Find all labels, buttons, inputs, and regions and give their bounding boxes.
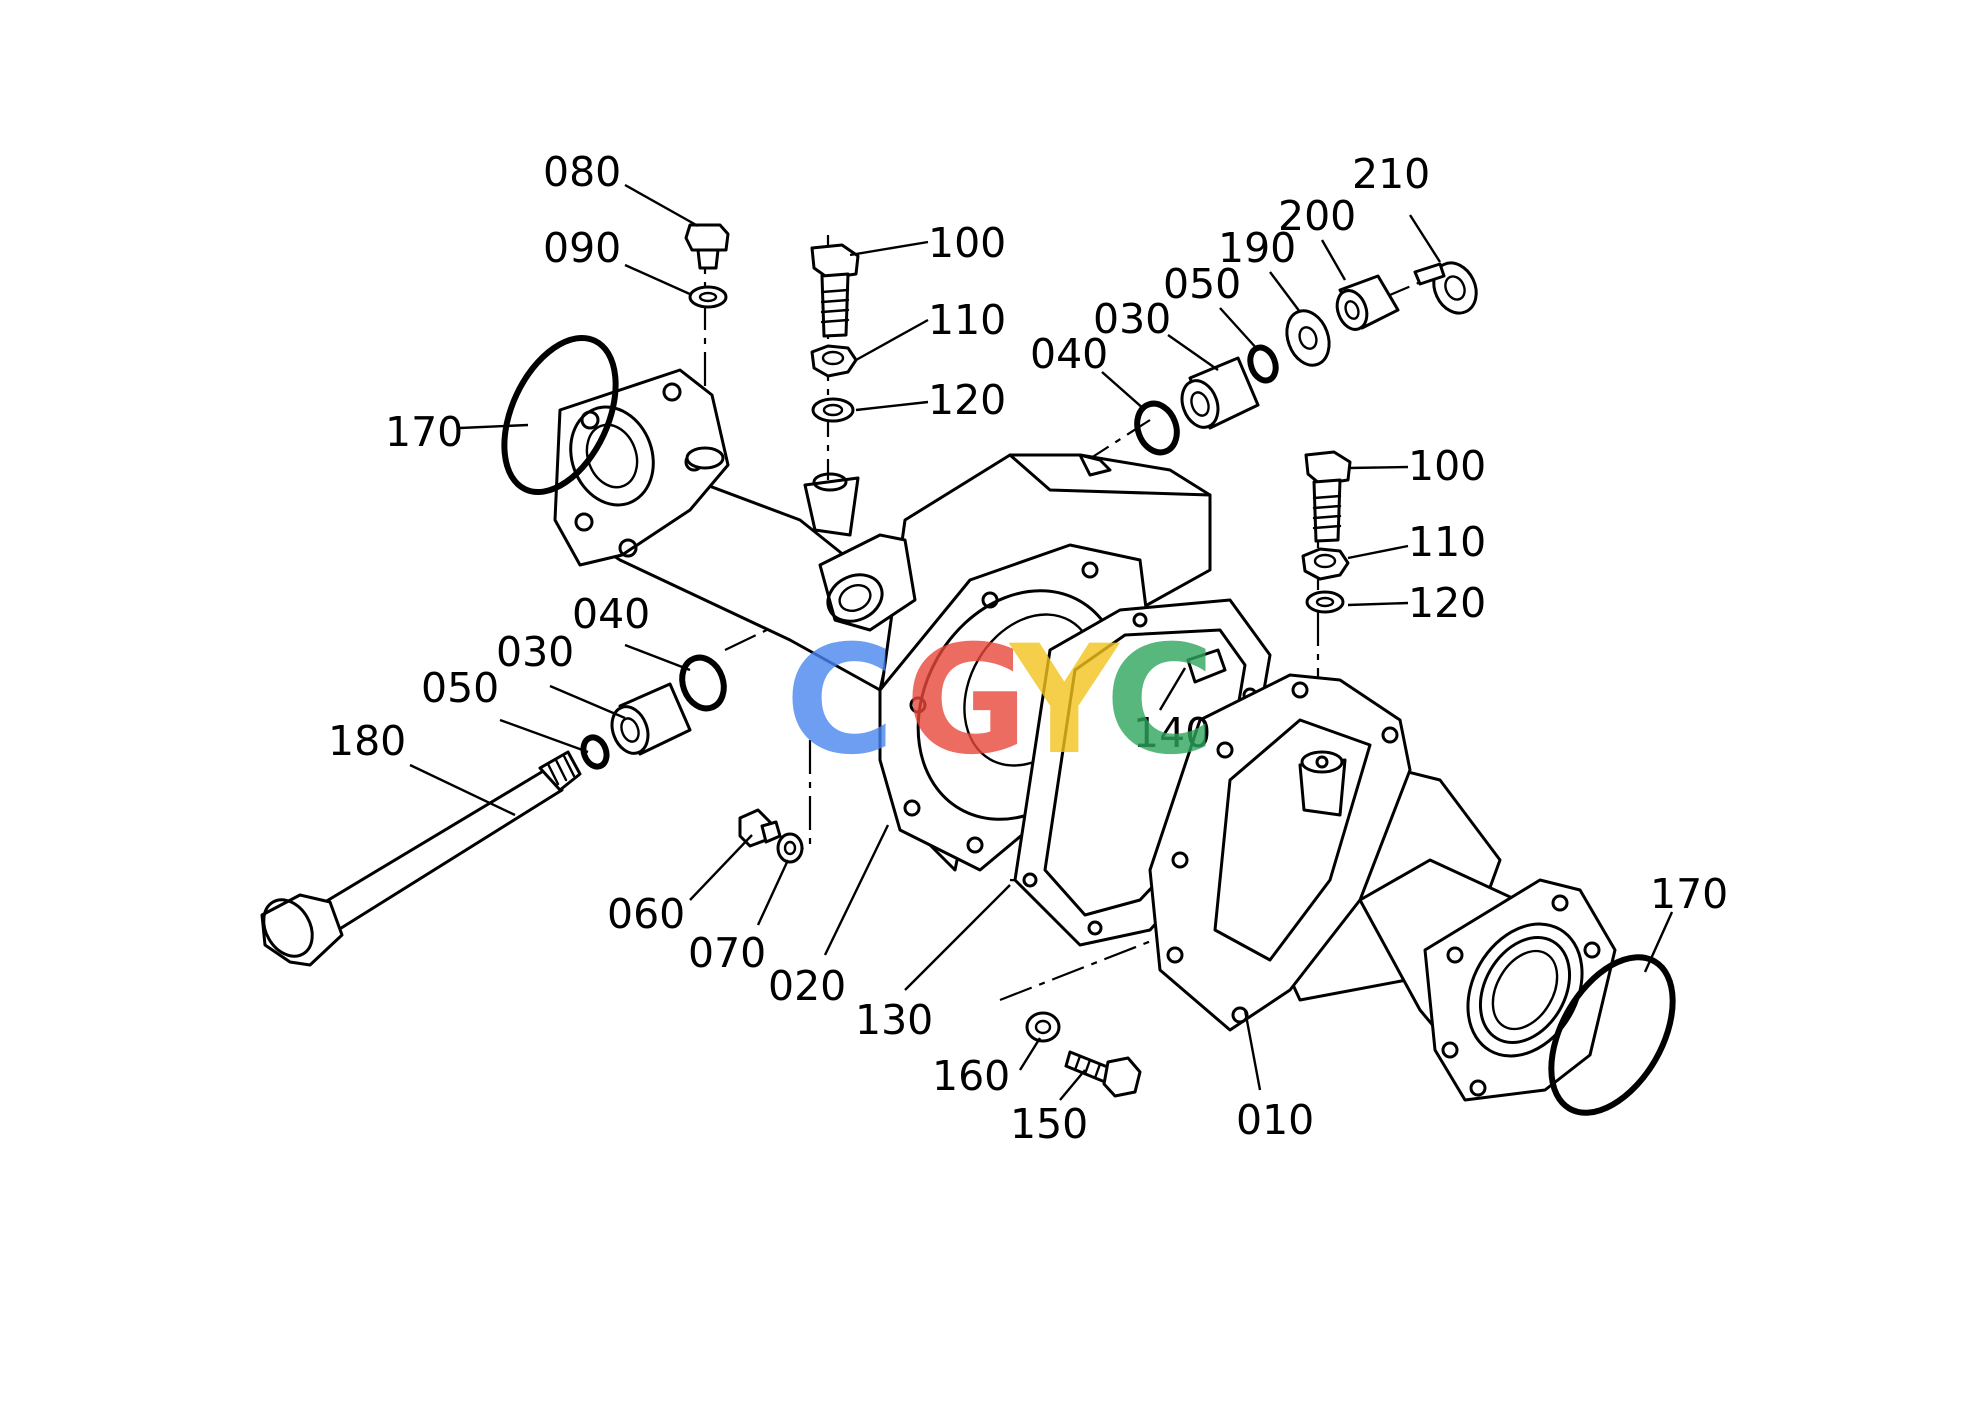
- label-110-right: 110: [1408, 518, 1486, 566]
- label-050-right: 050: [1163, 260, 1241, 308]
- label-100-left: 100: [928, 219, 1006, 267]
- label-150: 150: [1010, 1100, 1088, 1148]
- bolt-150: [1064, 1050, 1142, 1098]
- nut-200: [1335, 274, 1400, 331]
- part-labels: 080 090 100 110 120 170 040 030 050 190 …: [328, 148, 1728, 1148]
- label-180: 180: [328, 717, 406, 765]
- watermark-letter-4: C: [1105, 614, 1215, 788]
- washer-070: [776, 832, 804, 864]
- label-130: 130: [855, 996, 933, 1044]
- plug-060: [738, 808, 782, 848]
- label-080: 080: [543, 148, 621, 196]
- label-190: 190: [1218, 224, 1296, 272]
- label-110-left: 110: [928, 296, 1006, 344]
- watermark-letter-1: C: [785, 614, 895, 788]
- label-210: 210: [1352, 150, 1430, 198]
- label-040-right: 040: [1030, 330, 1108, 378]
- label-030-right: 030: [1093, 295, 1171, 343]
- label-090: 090: [543, 224, 621, 272]
- oring-170-left: [501, 334, 619, 496]
- label-040-left: 040: [572, 590, 650, 638]
- label-120-left: 120: [928, 376, 1006, 424]
- plug-080: [684, 223, 730, 270]
- oring-040-left: [679, 654, 727, 712]
- leader-lines: [409, 183, 1674, 1101]
- lock-washer-210: [1413, 261, 1478, 315]
- nut-110-left: [810, 344, 858, 378]
- label-170-right: 170: [1650, 870, 1728, 918]
- shaft-180: [260, 750, 582, 967]
- washer-120-left: [811, 397, 855, 423]
- label-060: 060: [607, 890, 685, 938]
- label-070: 070: [688, 929, 766, 977]
- oring-170-right: [1548, 954, 1676, 1116]
- ring-050-left: [580, 734, 610, 770]
- bolt-100-left: [810, 243, 860, 338]
- label-020: 020: [768, 962, 846, 1010]
- bearing-030-right: [1180, 356, 1260, 430]
- bolt-100-right: [1304, 450, 1352, 543]
- label-050-left: 050: [421, 664, 499, 712]
- ring-050-right: [1247, 344, 1279, 384]
- watermark-letter-3: Y: [1008, 614, 1121, 788]
- label-200: 200: [1278, 192, 1356, 240]
- label-140: 140: [1133, 709, 1211, 757]
- nut-110-right: [1301, 547, 1350, 581]
- label-160: 160: [932, 1052, 1010, 1100]
- bearing-030-left: [610, 682, 692, 756]
- label-170-left: 170: [385, 408, 463, 456]
- watermark-letter-2: G: [905, 614, 1028, 788]
- output-housing-010: [1148, 648, 1617, 1102]
- oring-040-right: [1134, 400, 1180, 456]
- label-120-right: 120: [1408, 579, 1486, 627]
- washer-090: [688, 285, 728, 309]
- label-010: 010: [1236, 1096, 1314, 1144]
- washer-190: [1285, 309, 1331, 367]
- center-housing-020: [553, 368, 1212, 872]
- washer-120-right: [1305, 590, 1345, 614]
- label-030-left: 030: [496, 628, 574, 676]
- label-100-right: 100: [1408, 442, 1486, 490]
- watermark-logo: C G Y C: [785, 614, 1215, 788]
- washer-160: [1025, 1011, 1061, 1043]
